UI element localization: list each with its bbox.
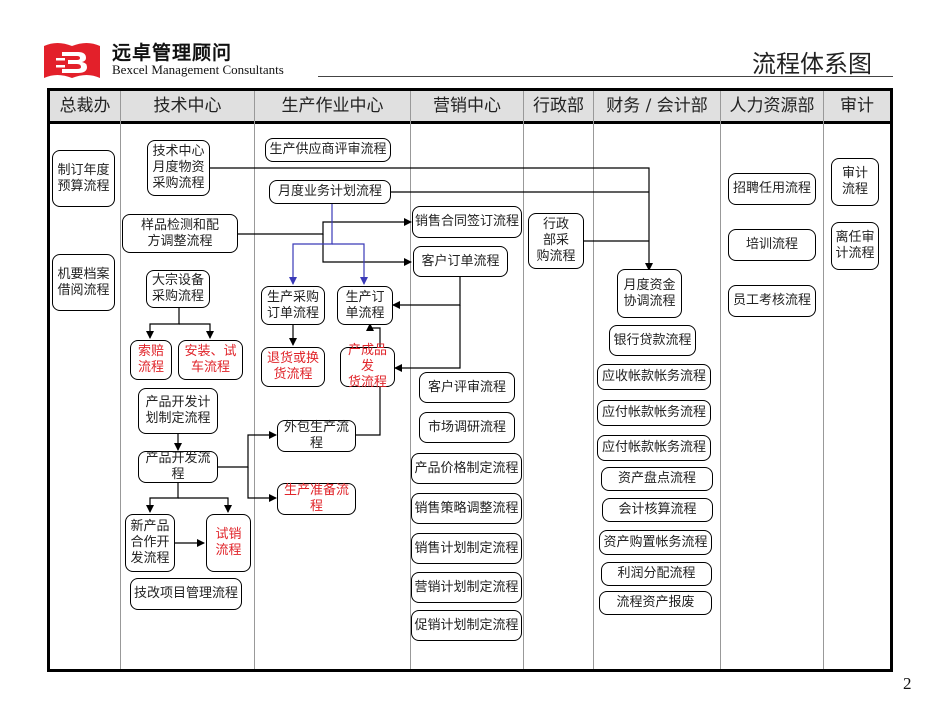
swimlane-frame bbox=[47, 88, 893, 672]
process-box-recruitment[interactable]: 招聘任用流程 bbox=[728, 173, 816, 205]
process-box-promotion-plan[interactable]: 促销计划制定流程 bbox=[411, 610, 522, 641]
process-box-supplier-review[interactable]: 生产供应商评审流程 bbox=[265, 138, 391, 162]
process-box-departure-audit[interactable]: 离任审 计流程 bbox=[831, 222, 879, 270]
page-title: 流程体系图 bbox=[752, 50, 872, 78]
column-divider bbox=[823, 91, 824, 669]
process-box-accounts-receivable[interactable]: 应收帐款帐务流程 bbox=[597, 364, 711, 390]
process-box-coop-dev[interactable]: 新产品 合作开 发流程 bbox=[125, 514, 175, 572]
column-divider bbox=[593, 91, 594, 669]
process-box-sample-testing[interactable]: 样品检测和配 方调整流程 bbox=[122, 214, 238, 253]
process-box-tech-reform[interactable]: 技改项目管理流程 bbox=[130, 578, 242, 610]
brand-name-cn: 远卓管理顾问 bbox=[112, 42, 233, 64]
process-box-archive-access[interactable]: 机要档案 借阅流程 bbox=[52, 254, 115, 311]
brand-name-en: Bexcel Management Consultants bbox=[112, 62, 284, 77]
column-header-production-center: 生产作业中心 bbox=[281, 96, 384, 116]
process-box-trial-sales[interactable]: 试销 流程 bbox=[206, 514, 251, 572]
column-divider bbox=[410, 91, 411, 669]
process-box-tech-material-purchase[interactable]: 技术中心 月度物资 采购流程 bbox=[147, 140, 210, 196]
column-divider bbox=[254, 91, 255, 669]
process-box-accounts-payable-1[interactable]: 应付帐款帐务流程 bbox=[597, 400, 711, 426]
process-box-sales-strategy[interactable]: 销售策略调整流程 bbox=[411, 493, 522, 524]
process-box-marketing-plan[interactable]: 营销计划制定流程 bbox=[411, 572, 522, 603]
process-box-installation-trial[interactable]: 安装、试 车流程 bbox=[178, 340, 243, 380]
process-box-sales-plan[interactable]: 销售计划制定流程 bbox=[411, 533, 522, 564]
column-header-hr-dept: 人力资源部 bbox=[729, 96, 815, 116]
column-header-ceo-office: 总裁办 bbox=[59, 96, 111, 116]
process-box-production-purchase-order[interactable]: 生产采购 订单流程 bbox=[261, 286, 325, 325]
company-logo-icon bbox=[44, 43, 100, 78]
process-box-customer-review[interactable]: 客户评审流程 bbox=[419, 372, 515, 403]
process-box-audit[interactable]: 审计 流程 bbox=[831, 158, 879, 206]
column-header-finance-dept: 财务 / 会计部 bbox=[606, 96, 708, 116]
process-box-product-dev-plan[interactable]: 产品开发计 划制定流程 bbox=[138, 388, 218, 434]
process-box-performance-review[interactable]: 员工考核流程 bbox=[728, 285, 816, 317]
process-box-customer-order[interactable]: 客户订单流程 bbox=[413, 246, 508, 277]
process-box-equipment-purchase[interactable]: 大宗设备 采购流程 bbox=[146, 270, 210, 308]
process-box-asset-scrap[interactable]: 流程资产报废 bbox=[599, 591, 712, 615]
process-box-monthly-fund-coordination[interactable]: 月度资金 协调流程 bbox=[617, 269, 682, 318]
column-divider bbox=[720, 91, 721, 669]
process-box-accounting[interactable]: 会计核算流程 bbox=[602, 498, 713, 522]
process-box-sales-contract[interactable]: 销售合同签订流程 bbox=[412, 206, 522, 238]
process-box-product-pricing[interactable]: 产品价格制定流程 bbox=[411, 453, 522, 484]
process-box-monthly-business-plan[interactable]: 月度业务计划流程 bbox=[269, 180, 391, 204]
process-box-claim[interactable]: 索赔 流程 bbox=[130, 340, 172, 380]
column-header-admin-dept: 行政部 bbox=[533, 96, 584, 116]
column-divider bbox=[523, 91, 524, 669]
column-header-tech-center: 技术中心 bbox=[153, 96, 222, 116]
process-box-return-exchange[interactable]: 退货或换 货流程 bbox=[261, 347, 325, 387]
process-box-finished-goods-shipping[interactable]: 产成品发 货流程 bbox=[340, 343, 395, 390]
column-divider bbox=[120, 91, 121, 669]
column-header-marketing-center: 营销中心 bbox=[433, 96, 501, 116]
process-box-annual-budget[interactable]: 制订年度 预算流程 bbox=[52, 150, 115, 207]
process-box-accounts-payable-2[interactable]: 应付帐款帐务流程 bbox=[597, 435, 711, 461]
column-header-audit: 审计 bbox=[840, 96, 874, 116]
process-box-training[interactable]: 培训流程 bbox=[728, 229, 816, 261]
process-box-outsource-production[interactable]: 外包生产流程 bbox=[277, 420, 356, 452]
process-box-production-order[interactable]: 生产订 单流程 bbox=[337, 286, 393, 325]
process-box-production-prep[interactable]: 生产准备流程 bbox=[277, 483, 356, 515]
process-box-admin-purchase[interactable]: 行政 部采 购流程 bbox=[528, 213, 584, 269]
page-number: 2 bbox=[903, 674, 912, 693]
process-box-asset-inventory[interactable]: 资产盘点流程 bbox=[601, 467, 713, 491]
process-box-market-research[interactable]: 市场调研流程 bbox=[419, 412, 515, 443]
process-box-product-dev[interactable]: 产品开发流程 bbox=[138, 451, 218, 483]
process-box-bank-loan[interactable]: 银行贷款流程 bbox=[609, 325, 696, 356]
process-box-asset-purchase[interactable]: 资产购置帐务流程 bbox=[599, 530, 712, 555]
process-box-profit-distribution[interactable]: 利润分配流程 bbox=[601, 562, 712, 586]
header-divider bbox=[318, 76, 893, 77]
